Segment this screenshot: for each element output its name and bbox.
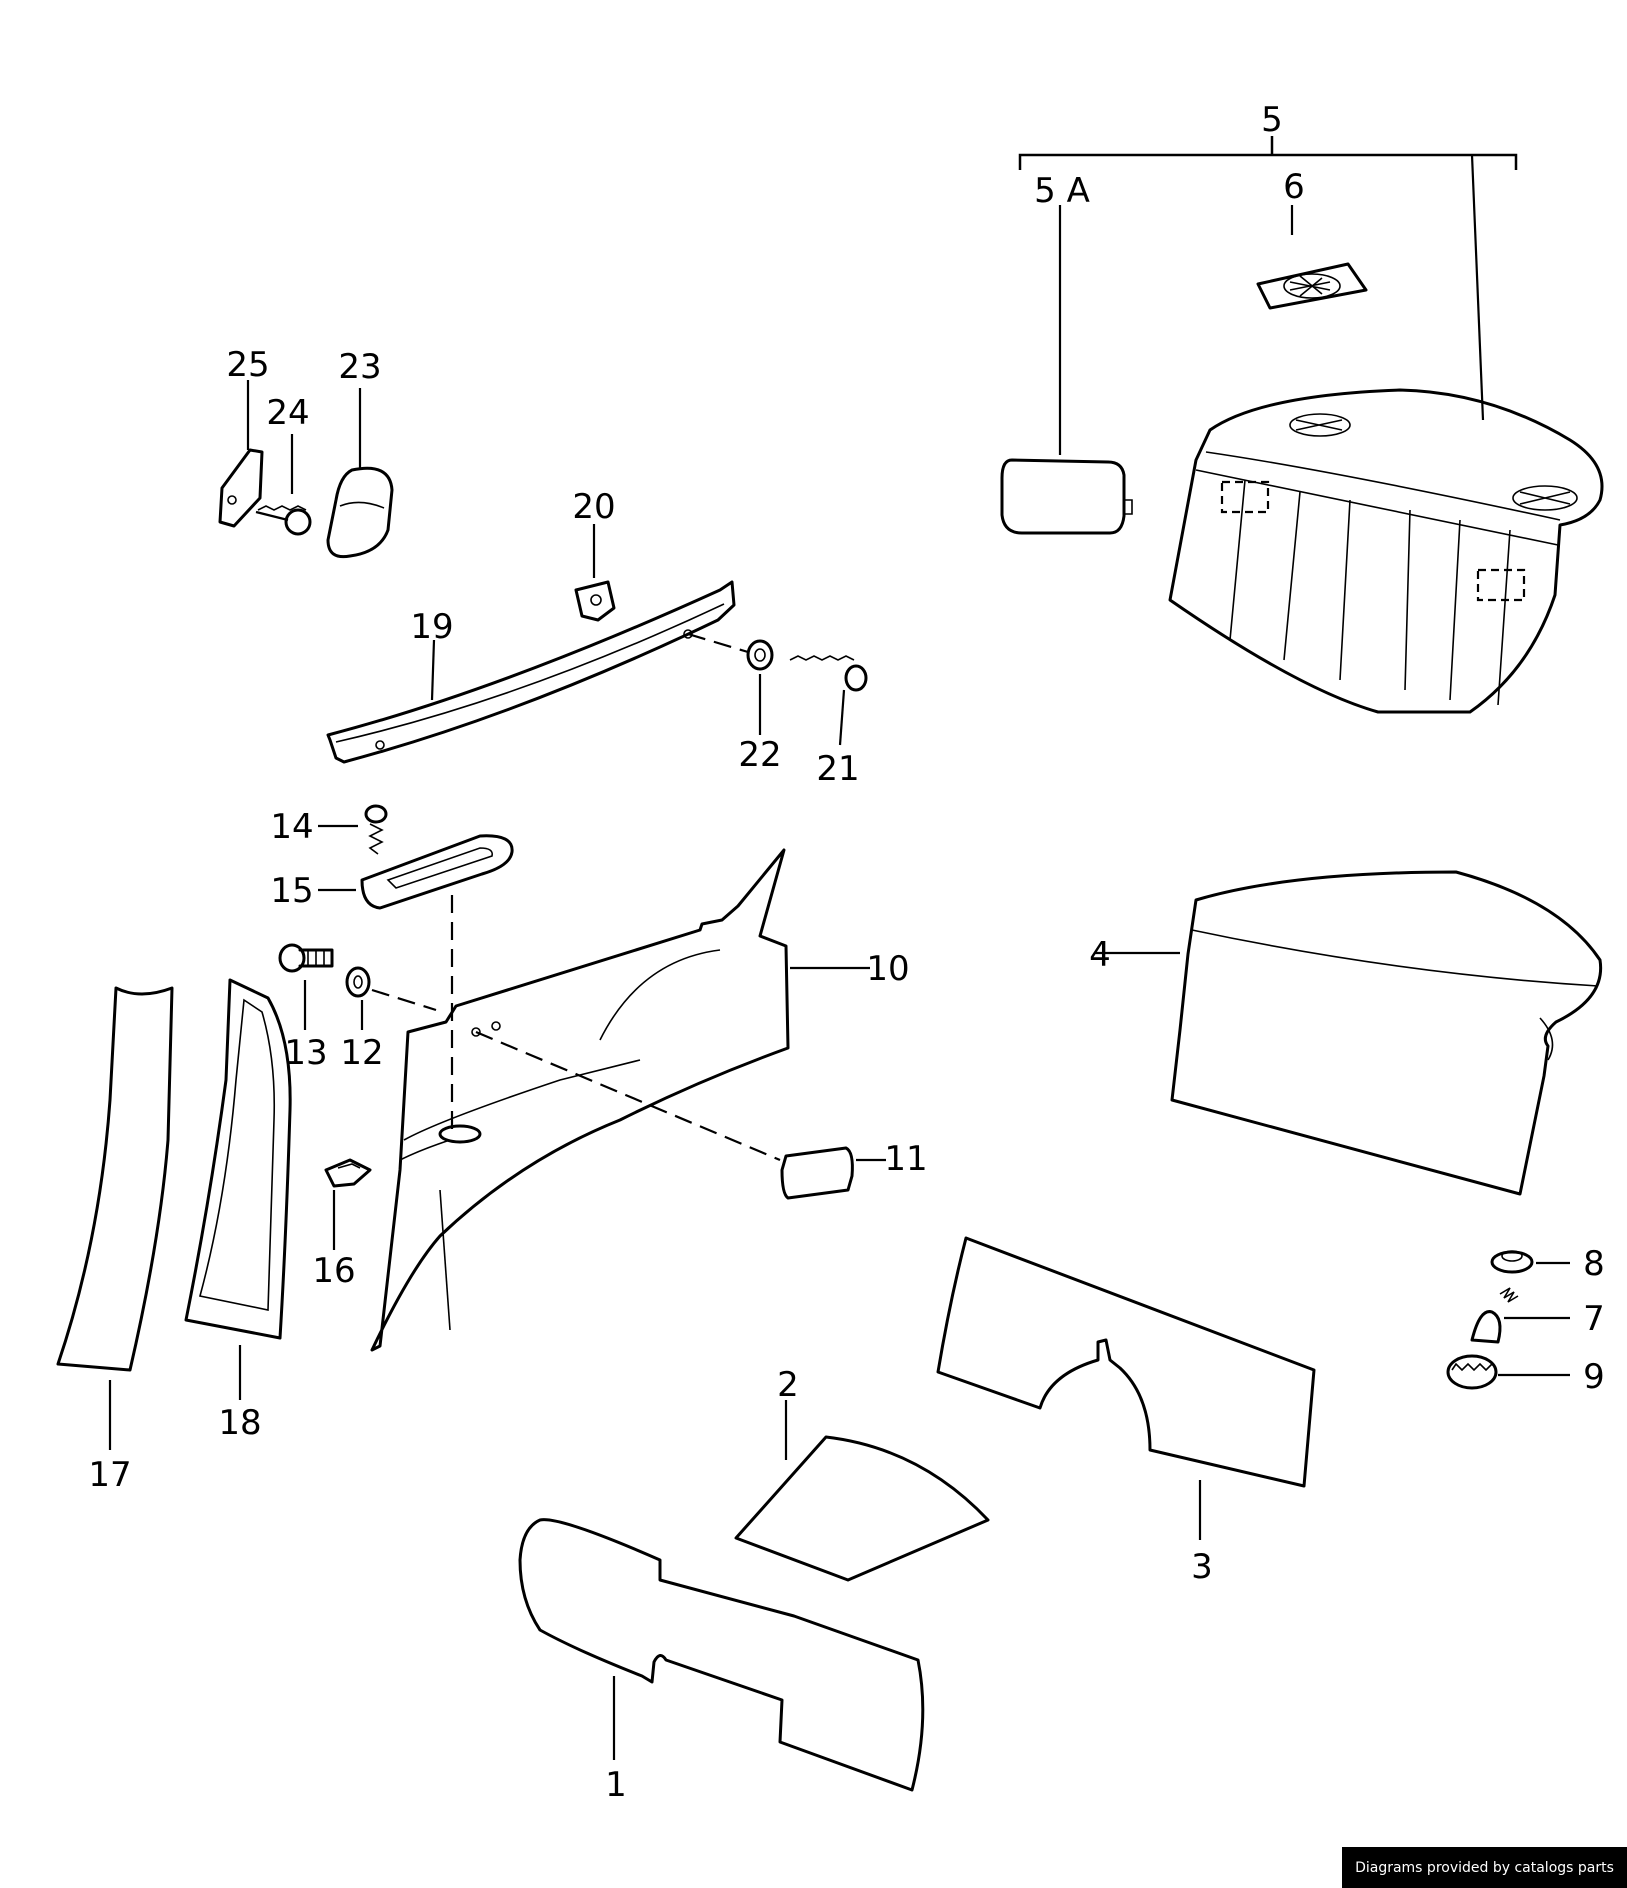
callout-5a: 5 A [1034, 171, 1090, 211]
callout-11: 11 [884, 1139, 927, 1179]
callout-4: 4 [1089, 935, 1111, 975]
callout-5: 5 [1261, 100, 1283, 140]
footer-credit: Diagrams provided by catalogs parts [1342, 1847, 1627, 1888]
callout-6: 6 [1283, 167, 1305, 207]
callout-24: 24 [266, 393, 309, 433]
part-22-washer[interactable] [687, 632, 774, 735]
part-17-pillar-trim[interactable] [56, 986, 174, 1450]
callout-25: 25 [226, 345, 269, 385]
callout-1: 1 [605, 1765, 627, 1805]
part-25-bracket[interactable] [218, 380, 264, 528]
part-1-floor-mat[interactable] [518, 1518, 925, 1792]
callout-21: 21 [816, 749, 859, 789]
callout-15: 15 [270, 871, 313, 911]
part-10-side-trim-panel[interactable] [370, 848, 870, 1352]
part-16-clip[interactable] [324, 1158, 372, 1250]
callout-8: 8 [1583, 1244, 1605, 1284]
part-5a-light-lens[interactable] [1000, 458, 1133, 535]
part-13-bolt[interactable] [278, 943, 334, 1030]
callout-20: 20 [572, 487, 615, 527]
callout-3: 3 [1191, 1547, 1213, 1587]
part-24-screw[interactable] [255, 434, 312, 536]
part-7-expansion-rivet[interactable] [1470, 1287, 1570, 1344]
callout-18: 18 [218, 1403, 261, 1443]
callout-13: 13 [284, 1033, 327, 1073]
part-23-trim-cap[interactable] [326, 388, 394, 559]
part-12-washer[interactable] [345, 966, 437, 1030]
callout-22: 22 [738, 735, 781, 775]
part-18-pillar-trim-inner[interactable] [184, 978, 292, 1400]
callout-19: 19 [410, 607, 453, 647]
part-9-knob-nut[interactable] [1446, 1354, 1570, 1390]
callout-7: 7 [1583, 1299, 1605, 1339]
part-8-grommet[interactable] [1490, 1250, 1570, 1274]
part-5-rear-panel-assembly[interactable] [1168, 388, 1604, 714]
part-2-insulation-piece[interactable] [734, 1400, 990, 1582]
callout-10: 10 [866, 949, 909, 989]
part-3-insulation-mat[interactable] [936, 1236, 1316, 1540]
part-6-vent-grille[interactable] [1256, 262, 1368, 310]
part-20-clip[interactable] [574, 524, 616, 622]
callout-9: 9 [1583, 1357, 1605, 1397]
part-19-trim-strip[interactable] [326, 580, 736, 764]
callout-23: 23 [338, 347, 381, 387]
part-21-screw[interactable] [789, 655, 868, 746]
callout-14: 14 [270, 807, 313, 847]
part-4-rear-shelf-cover[interactable] [1094, 870, 1603, 1196]
callout-2: 2 [777, 1365, 799, 1405]
callout-16: 16 [312, 1251, 355, 1291]
callout-labels: 5 5 A 6 25 24 23 20 19 22 21 14 15 10 4 … [88, 100, 1604, 1805]
part-14-screw[interactable] [318, 804, 388, 855]
footer-credit-text: Diagrams provided by catalogs parts [1355, 1859, 1614, 1876]
callout-17: 17 [88, 1455, 131, 1495]
callout-12: 12 [340, 1033, 383, 1073]
part-11-cover-cap[interactable] [475, 1030, 886, 1200]
assembly-5-bracket [1018, 136, 1518, 455]
